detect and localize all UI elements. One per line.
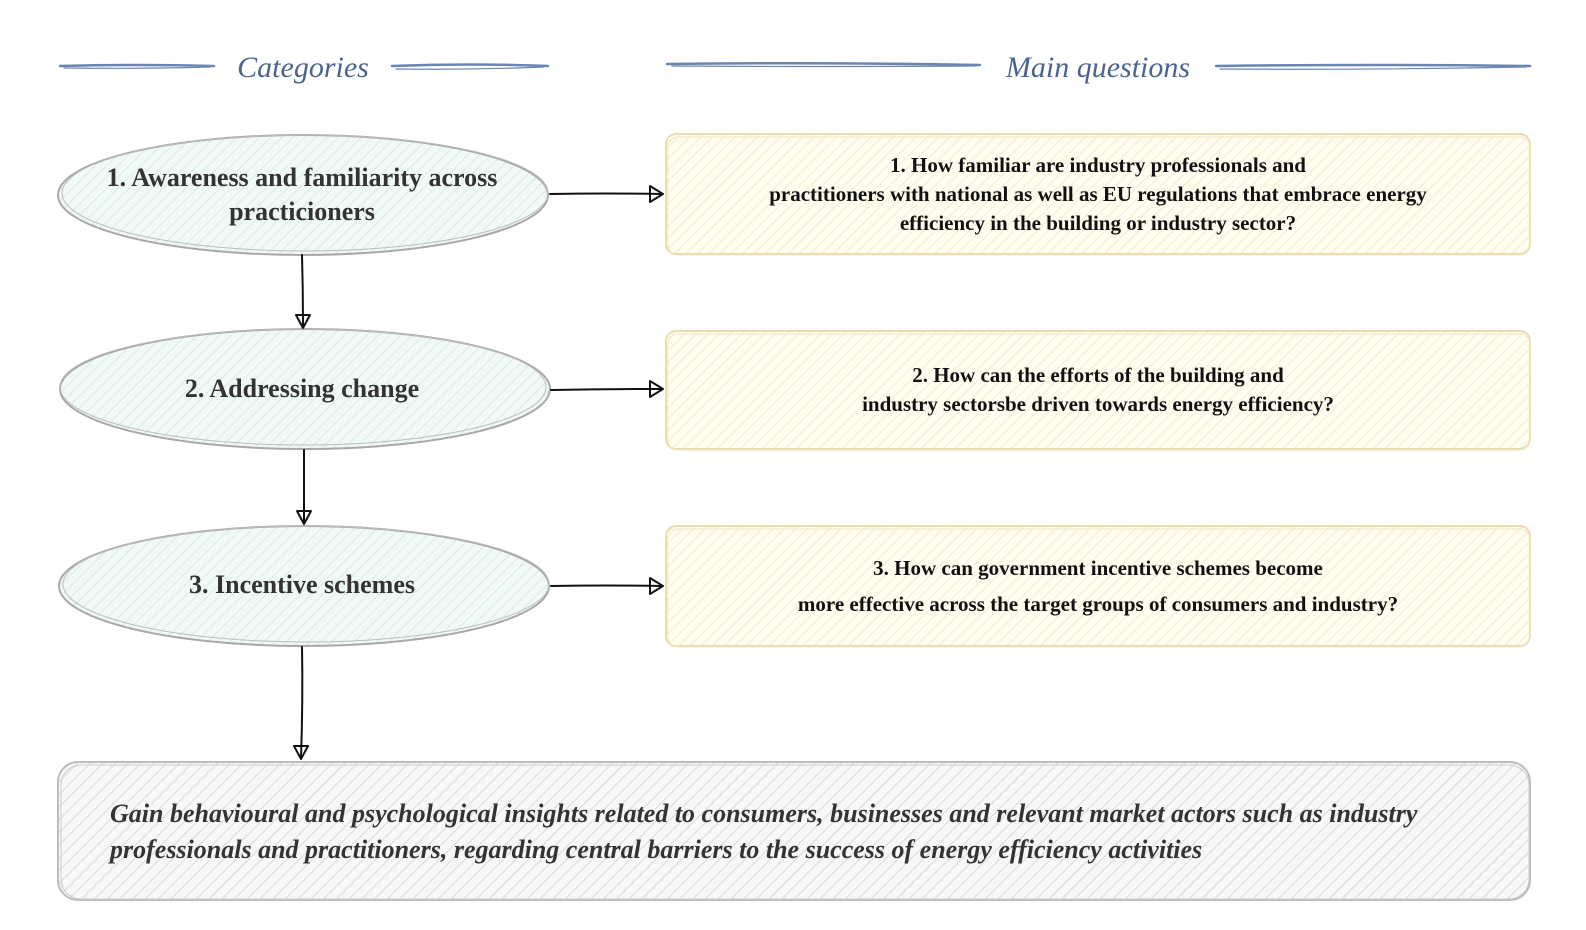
goal-box: [57, 761, 1531, 901]
question-label-1-line1: 1. How familiar are industry professiona…: [890, 152, 1306, 177]
question-box-1: [665, 133, 1531, 256]
category-label-3: 3. Incentive schemes: [64, 530, 540, 640]
category-label-1: 1. Awareness and familiarity across prac…: [64, 140, 540, 250]
arrow-cat2-to-cat3: [296, 449, 312, 525]
question-box-3: [665, 525, 1531, 648]
question-label-2: 2. How can the efforts of the building a…: [672, 333, 1524, 447]
arrow-cat3-to-q3: [550, 577, 664, 595]
question-label-1-line3: efficiency in the building or industry s…: [899, 210, 1297, 235]
question-label-3: 3. How can government incentive schemes …: [672, 528, 1524, 644]
question-label-1-line2: practitioners with national as well as E…: [769, 181, 1427, 206]
category-label-3-line1: 3. Incentive schemes: [188, 570, 415, 599]
question-label-3-line2: more effective across the target groups …: [797, 592, 1399, 616]
question-label-3-line1: 3. How can government incentive schemes …: [873, 556, 1323, 580]
arrow-cat3-to-goal: [293, 646, 309, 760]
question-label-1: 1. How familiar are industry professiona…: [672, 136, 1524, 252]
category-ellipse-3: [58, 525, 550, 647]
question-label-2-line1: 2. How can the efforts of the building a…: [912, 363, 1284, 387]
goal-text: Gain behavioural and psychological insig…: [110, 799, 1418, 864]
category-label-2-line1: 2. Addressing change: [184, 374, 420, 403]
category-label-2: 2. Addressing change: [64, 334, 540, 444]
question-label-2-line2: industry sectorsbe driven towards energy…: [862, 392, 1334, 416]
arrow-cat1-to-cat2: [295, 254, 311, 329]
arrow-cat1-to-q1: [549, 185, 664, 203]
header-categories: Categories: [237, 51, 369, 84]
category-label-1-line2: practicioners: [229, 197, 375, 226]
header-lines: [58, 61, 1532, 70]
header-main-questions: Main questions: [1005, 51, 1191, 84]
category-ellipse-2: [59, 328, 551, 450]
arrow-cat2-to-q2: [550, 380, 664, 398]
question-box-2: [665, 330, 1531, 451]
category-label-1-line1: 1. Awareness and familiarity across: [106, 163, 498, 192]
